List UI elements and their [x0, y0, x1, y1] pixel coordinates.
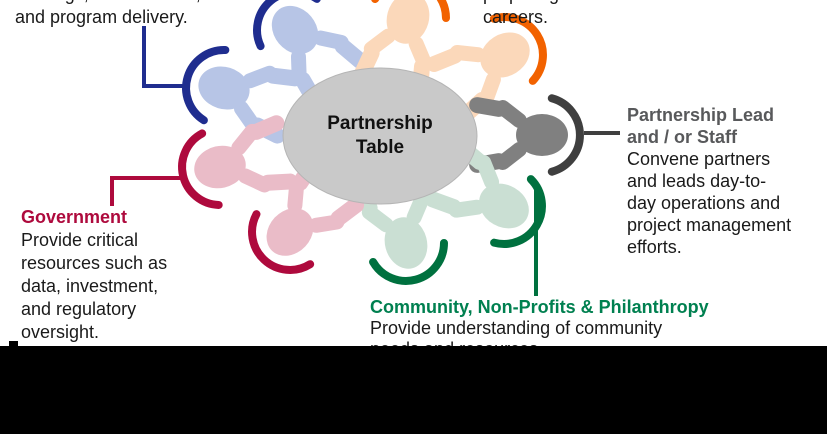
person-head [194, 145, 246, 189]
connector-line [110, 176, 183, 206]
partnership-table-ellipse [282, 67, 478, 205]
label-partnership-lead: Partnership Lead and / or Staff Convene … [627, 104, 791, 258]
chair-arc-icon [248, 210, 315, 274]
connector-layer [110, 26, 620, 296]
chair-arc-icon [547, 94, 584, 176]
person-arm [242, 65, 278, 89]
government-body-line: data, investment, [21, 276, 159, 296]
government-heading: Government [21, 207, 128, 227]
person-head [480, 32, 530, 78]
person-arm [449, 45, 486, 63]
chair-arc-icon [369, 238, 448, 285]
chair-arc-icon [371, 0, 450, 23]
person-arm [478, 71, 501, 107]
person-arm [495, 100, 527, 128]
education-line2: and program delivery. [15, 7, 188, 27]
person-arm [406, 190, 430, 225]
person-head [266, 208, 314, 256]
people-layer [178, 0, 584, 285]
lead-body-line: efforts. [627, 237, 682, 257]
person-arm [495, 142, 527, 170]
education-clipped-line: offerings, accreditation, [15, 0, 201, 6]
person-arm [231, 123, 260, 156]
partnership-table-label: Partnership Table [283, 70, 477, 202]
label-government: Government Provide critical resources su… [21, 206, 167, 344]
person-arm [361, 204, 394, 233]
lead-body-line: Convene partners [627, 149, 771, 169]
person-arm [237, 168, 272, 193]
person-education [182, 46, 303, 144]
person-arm [408, 36, 432, 71]
person-government [178, 115, 298, 209]
person-head [516, 114, 568, 156]
label-education-partners: offerings, accreditation, and program de… [15, 0, 201, 29]
lead-body-line: day operations and [627, 193, 781, 213]
person-head [198, 66, 250, 110]
lead-body-line: project management [627, 215, 792, 235]
center-label-line2: Table [355, 137, 405, 158]
careers-line2: careers. [483, 7, 549, 27]
chair-arc-icon [253, 0, 321, 51]
person-arm [308, 214, 345, 233]
footer-cropped-mark [9, 341, 18, 346]
careers-clipped-line: preparing [483, 0, 559, 6]
person-arm [313, 30, 349, 50]
government-body-line: and regulatory [21, 299, 137, 319]
person-head [386, 0, 430, 44]
chair-arc-icon [178, 129, 223, 209]
person-head [384, 217, 428, 269]
government-body-line: oversight. [21, 322, 100, 342]
community-heading: Community, Non-Profits & Philanthropy [370, 297, 709, 317]
person-arm [448, 199, 485, 218]
person-head [479, 183, 529, 229]
government-body-line: resources such as [21, 253, 168, 273]
government-body-line: Provide critical [21, 230, 139, 250]
chair-arc-icon [489, 13, 547, 85]
center-label-line1: Partnership [327, 113, 433, 135]
community-body-line: Provide understanding of community [370, 318, 663, 338]
person-arm [476, 155, 500, 190]
person-lead [469, 94, 584, 176]
lead-heading-line2: and / or Staff [627, 127, 738, 147]
lead-body-line: and leads day-to- [627, 171, 767, 191]
person-arm [363, 28, 396, 57]
label-careers: preparing careers. [483, 0, 559, 29]
lead-heading-line1: Partnership Lead [627, 105, 775, 125]
person-head [271, 5, 319, 55]
footer-black-bar [0, 346, 827, 434]
connector-line [142, 26, 188, 88]
